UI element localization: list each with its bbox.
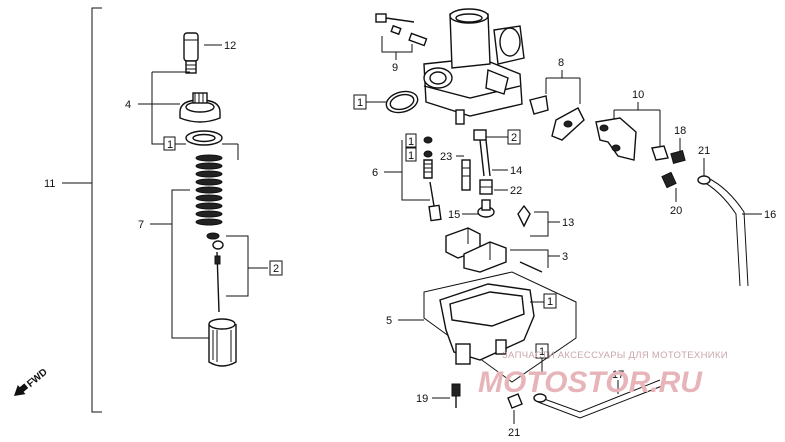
boxed-number-1-top: 1 (167, 139, 173, 151)
carburetor-body-part (423, 8, 525, 125)
o-ring-part (385, 90, 419, 114)
boxed-number-1-a: 1 (408, 136, 414, 148)
forward-direction-icon: FWD (14, 367, 50, 396)
float-needle-13-part (517, 204, 531, 228)
callout-8: 8 (558, 57, 564, 69)
callout-7: 7 (138, 219, 144, 231)
callout-16: 16 (764, 209, 776, 221)
callout-6: 6 (372, 167, 378, 179)
screw-18-part (670, 150, 686, 164)
overflow-tube-part (533, 379, 663, 419)
float-chamber-part (423, 271, 577, 383)
boxed-number-1-oring: 1 (357, 97, 363, 109)
callout-15: 15 (448, 209, 460, 221)
cable-bracket-part (595, 117, 669, 161)
callout-12: 12 (224, 40, 236, 52)
callout-21-bottom: 21 (508, 427, 520, 439)
callout-9: 9 (392, 62, 398, 74)
callout-22: 22 (510, 185, 522, 197)
callout-10: 10 (632, 89, 644, 101)
boxed-number-2-right: 2 (511, 132, 517, 144)
throttle-cable-cap-part (183, 32, 199, 74)
jet-23-part (461, 159, 471, 191)
screw-set-part (375, 13, 428, 47)
callout-4: 4 (125, 99, 131, 111)
boxed-number-1-chamber: 1 (547, 296, 553, 308)
pilot-screw-part (423, 136, 442, 222)
throttle-stop-part (529, 95, 585, 141)
callout-11: 11 (44, 178, 55, 190)
callout-13: 13 (562, 217, 574, 229)
needle-jet-holder-part (473, 129, 491, 177)
watermark: ЗАПЧАСТИ АКСЕССУАРЫ ДЛЯ МОТОТЕХНИКИ MOTO… (478, 350, 728, 399)
callout-17: 17 (612, 369, 624, 381)
jet-needle-part (206, 232, 224, 313)
throttle-valve-spring-part (195, 154, 223, 226)
screw-20-part (661, 171, 677, 189)
drain-tube-part (697, 175, 749, 287)
bracket-11 (62, 7, 102, 413)
float-part (445, 227, 507, 273)
callout-21-top: 21 (698, 145, 710, 157)
boxed-number-1-drain: 1 (539, 346, 545, 358)
boxed-number-2-left: 2 (273, 263, 279, 275)
tube-clip-21-part (507, 393, 523, 409)
boxed-label-2-left (269, 260, 283, 276)
carburetor-top-part (179, 92, 221, 123)
boxed-number-1-b: 1 (408, 150, 414, 162)
forward-label: FWD (25, 367, 50, 390)
boxed-label-1-a (405, 133, 417, 148)
top-gasket-part (185, 130, 223, 146)
callout-14: 14 (510, 165, 522, 177)
drain-screw-19-part (451, 383, 461, 408)
watermark-tagline: ЗАПЧАСТИ АКСЕССУАРЫ ДЛЯ МОТОТЕХНИКИ (502, 350, 728, 361)
callout-3: 3 (562, 251, 568, 263)
main-jet-22-part (479, 179, 493, 195)
float-valve-15-part (477, 199, 495, 218)
watermark-brand: MOTOSTOR.RU (478, 366, 703, 399)
boxed-label-1-b (405, 147, 417, 162)
throttle-valve-part (208, 318, 237, 367)
callout-23: 23 (440, 151, 452, 163)
callout-19: 19 (416, 393, 428, 405)
callout-20: 20 (670, 205, 682, 217)
callout-18: 18 (674, 125, 686, 137)
callout-5: 5 (386, 315, 392, 327)
boxed-label-1-chamber (543, 293, 557, 309)
